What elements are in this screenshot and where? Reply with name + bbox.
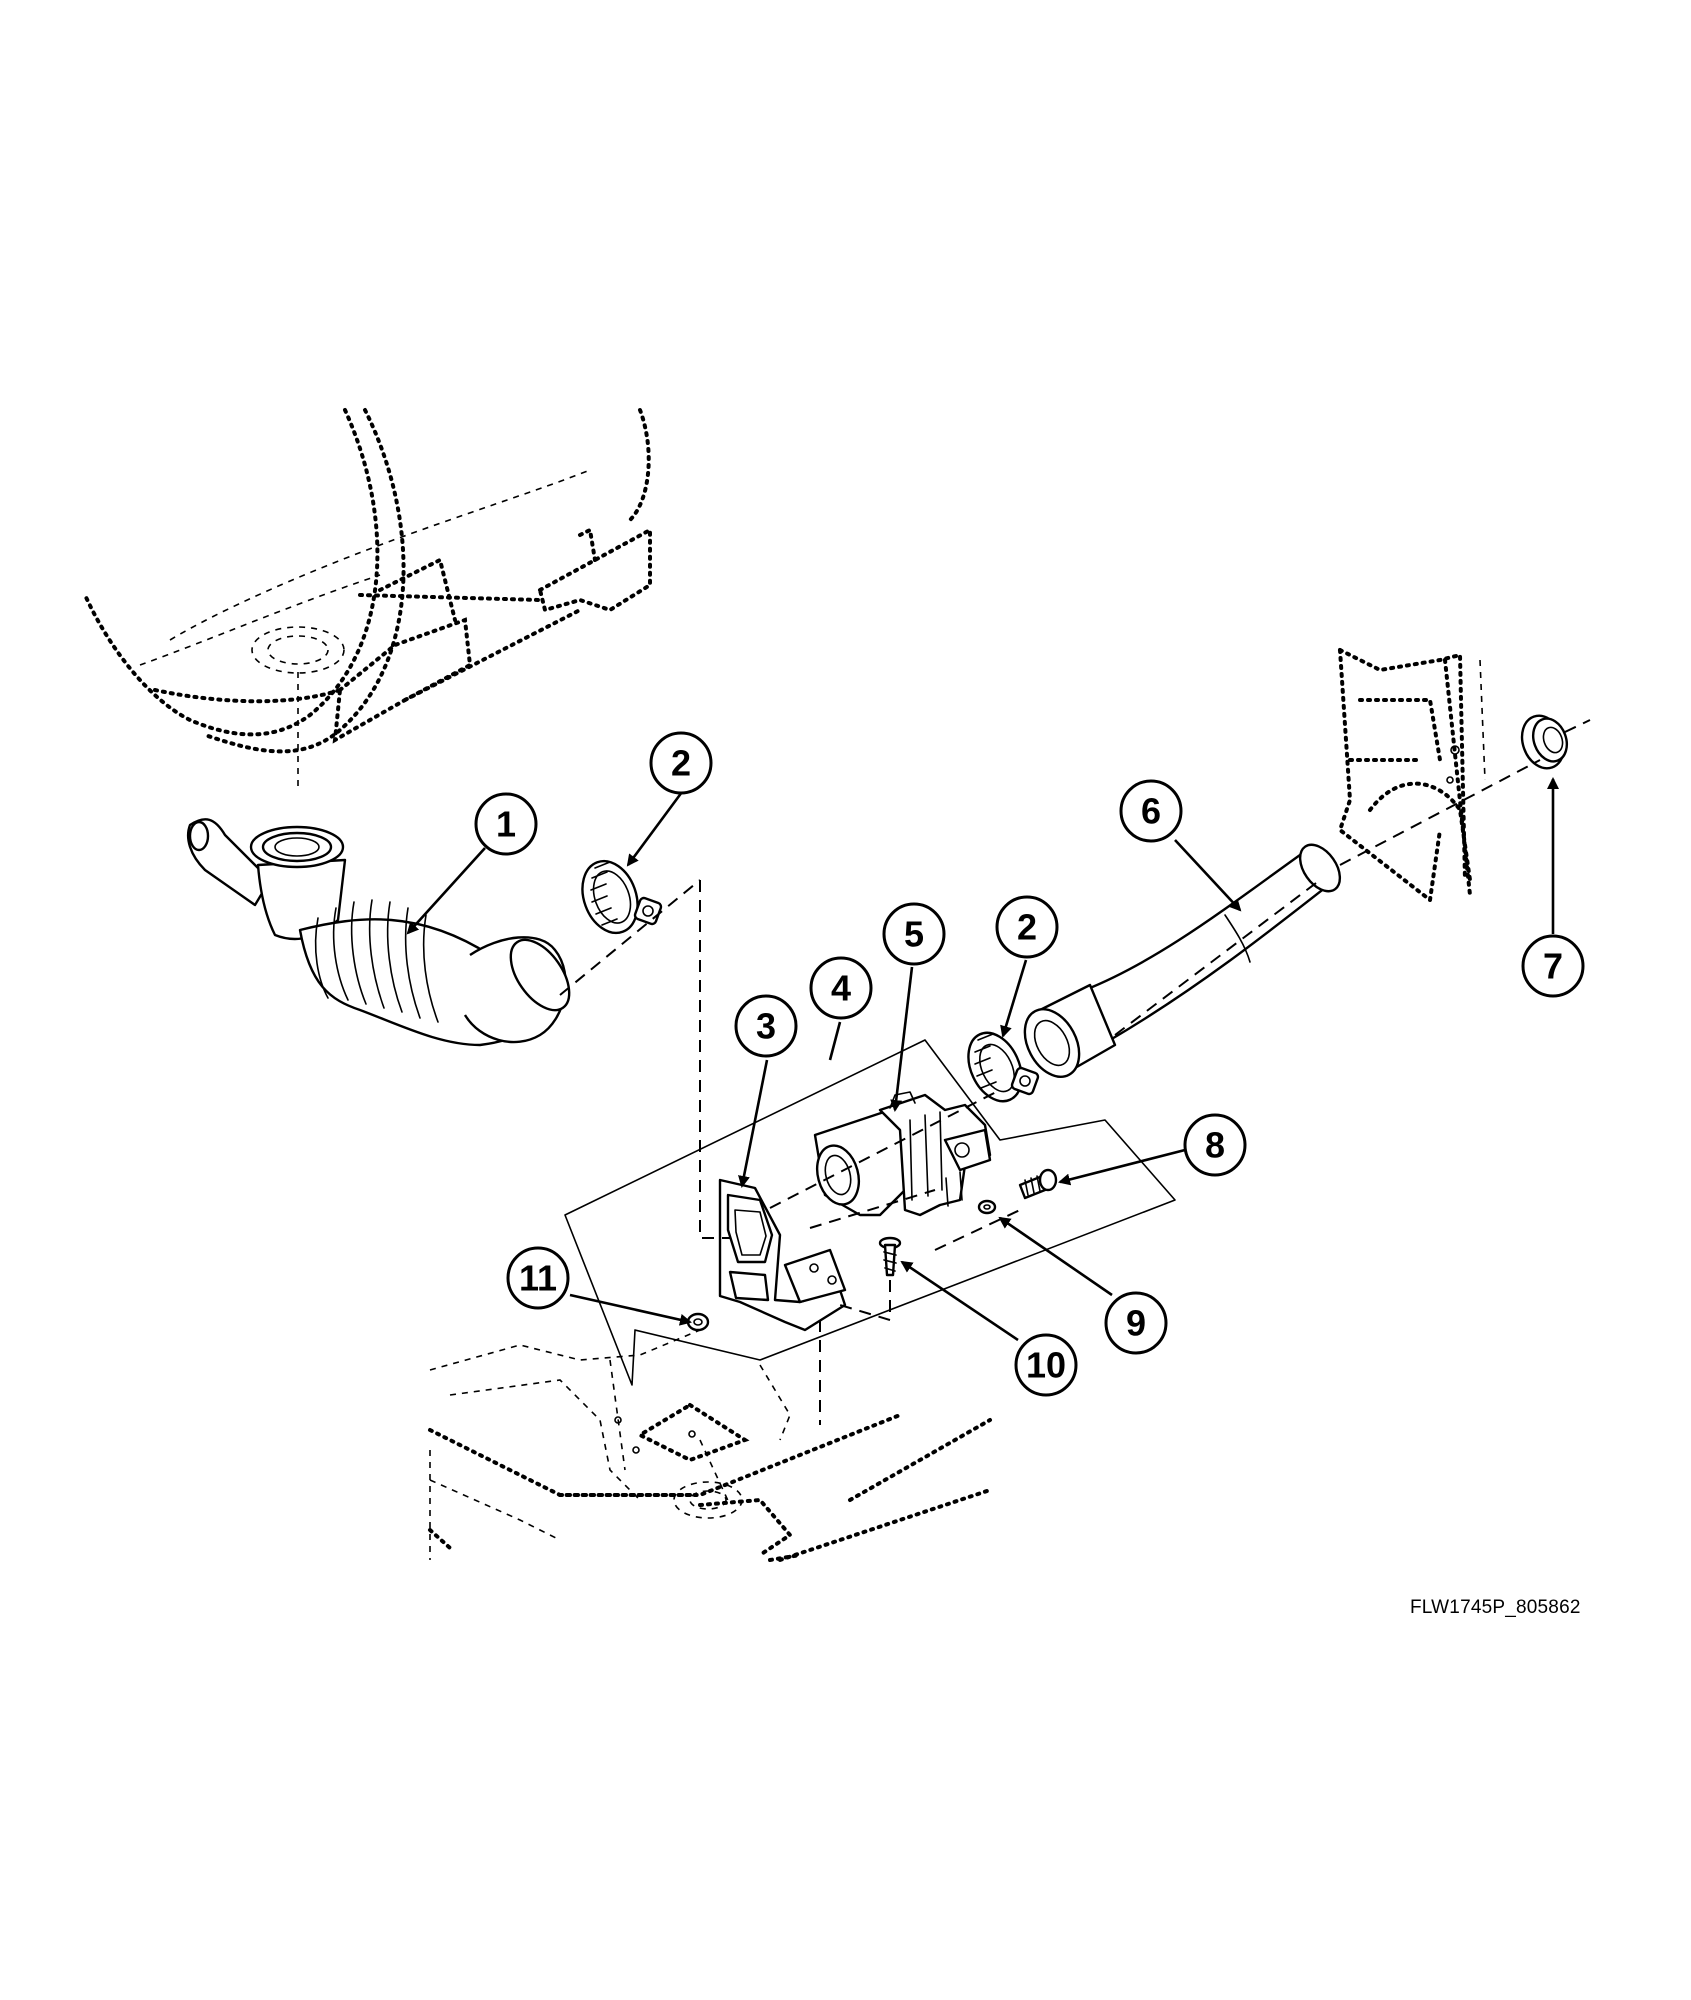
- callout-10: 10: [1014, 1333, 1078, 1397]
- callout-5-label: 5: [904, 914, 924, 955]
- callout-9-label: 9: [1126, 1303, 1146, 1344]
- hose-clamp-upper: [581, 859, 663, 935]
- drain-pump: [813, 1091, 992, 1217]
- callout-11: 11: [506, 1246, 570, 1310]
- callout-8: 8: [1183, 1113, 1247, 1177]
- assembly-center-lines: [559, 719, 1591, 1425]
- callout-5: 5: [882, 902, 946, 966]
- callout-2-upper: 2: [649, 731, 713, 795]
- screw-part-8: [1018, 1168, 1058, 1200]
- callout-2-lower-label: 2: [1017, 907, 1037, 948]
- grommet: [1520, 714, 1569, 770]
- callout-2-upper-label: 2: [671, 743, 691, 784]
- callout-1-label: 1: [496, 804, 516, 845]
- callout-2-lower: 2: [995, 895, 1059, 959]
- callout-9: 9: [1104, 1291, 1168, 1355]
- tub-outline: [83, 408, 652, 790]
- callout-7: 7: [1521, 934, 1585, 998]
- pump-mounting-bracket: [718, 1178, 847, 1332]
- figure-code-label: FLW1745P_805862: [1410, 1597, 1581, 1618]
- hose-clamp-lower: [967, 1031, 1040, 1103]
- callout-6-label: 6: [1141, 791, 1161, 832]
- callout-11-label: 11: [519, 1258, 557, 1299]
- drain-hose: [1023, 843, 1342, 1078]
- callout-3-label: 3: [756, 1006, 776, 1047]
- cabinet-back-panel: [1337, 648, 1486, 904]
- nut-part-11: [686, 1312, 710, 1332]
- callout-6: 6: [1119, 779, 1183, 843]
- washer-part-9: [977, 1199, 997, 1215]
- callout-7-label: 7: [1543, 946, 1563, 987]
- callout-1: 1: [474, 792, 538, 856]
- callout-8-label: 8: [1205, 1125, 1225, 1166]
- tub-to-pump-hose: [186, 818, 571, 1047]
- callout-4: 4: [809, 956, 873, 1020]
- base-frame: [428, 1329, 992, 1562]
- screw-part-10: [878, 1236, 902, 1277]
- pump-assembly-outline: [564, 1039, 1176, 1386]
- callout-3: 3: [734, 994, 798, 1058]
- callout-4-label: 4: [831, 968, 851, 1009]
- callout-10-label: 10: [1026, 1345, 1066, 1386]
- callout-leaders: [406, 777, 1559, 1342]
